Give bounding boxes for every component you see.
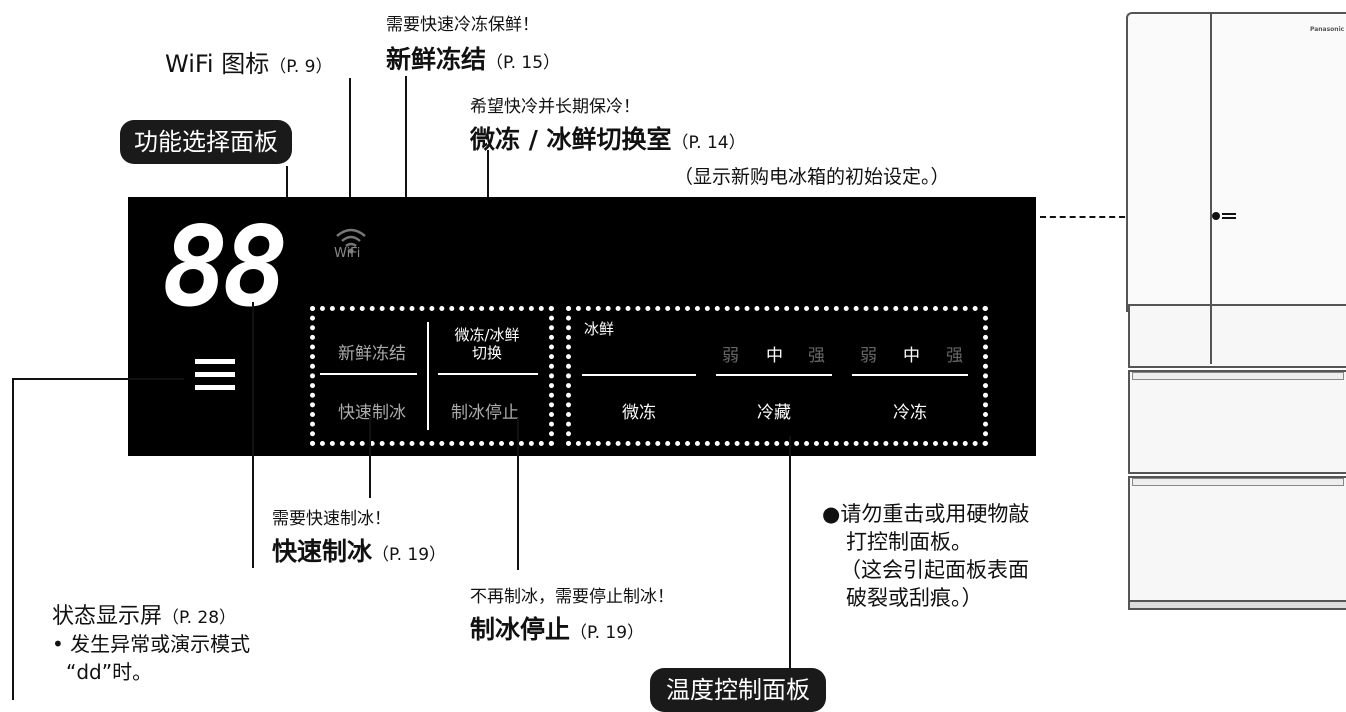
function-divider-h-right [438,373,538,375]
quick-ice-leader-line [369,418,371,498]
micro-callout: 微冻 / 冰鲜切换室（P. 14） [470,120,746,156]
wifi-callout-page: （P. 9） [269,57,333,77]
quick-ice-callout: 快速制冰（P. 19） [272,532,446,568]
fresh-freeze-callout-page: （P. 15） [486,53,561,73]
function-panel-tag: 功能选择面板 [120,120,292,164]
fresh-freeze-callout: 新鲜冻结（P. 15） [386,40,560,76]
freezer-button[interactable]: 冷冻 [893,403,927,423]
fridge-bottom-drawer [1128,476,1346,602]
freezer-divider [852,374,968,376]
quick-ice-callout-label: 快速制冰 [272,537,373,566]
status-bar-3 [195,385,235,390]
status-leader-horizontal [12,378,184,380]
status-bar-2 [195,372,235,377]
freezer-level-mid: 中 [903,346,920,366]
quick-ice-note: 需要快速制冰！ [272,509,391,529]
fridge-button[interactable]: 冷藏 [757,403,791,423]
ice-stop-note: 不再制冰，需要停止制冰！ [470,587,674,607]
fridge-small-drawer-divider [1210,304,1212,364]
temperature-control-box [566,306,988,446]
control-panel [128,197,1036,456]
fridge-upper-body [1126,12,1346,312]
fridge-level-mid: 中 [766,346,783,366]
micro-freeze-divider [582,374,696,376]
status-callout-page: （P. 28） [162,608,237,628]
digit-display: 88 [162,203,288,331]
warning-line2: 打控制面板。 [846,530,972,554]
warning-line4: 破裂或刮痕。） [846,586,983,610]
initial-setting-note: （显示新购电冰箱的初始设定。） [674,166,950,188]
wifi-icon [331,222,371,266]
fresh-freeze-callout-label: 新鲜冻结 [386,45,487,74]
micro-switch-line1: 微冻/冰鲜 [454,326,520,344]
ice-stop-leader-line [517,418,519,570]
quick-ice-button[interactable]: 快速制冰 [338,403,406,423]
status-leader-vertical [12,378,14,700]
fresh-freeze-note: 需要快速冷冻保鲜！ [386,15,539,35]
wifi-icon-callout: WiFi 图标（P. 9） [165,44,332,79]
ice-stop-callout-label: 制冰停止 [470,615,571,644]
fridge-panel-marker [1212,212,1220,220]
ice-stop-callout-page: （P. 19） [570,623,645,643]
fridge-middle-drawer [1128,370,1346,474]
digit-display-leader-line [252,302,254,568]
micro-freeze-button[interactable]: 微冻 [622,403,656,423]
ice-stop-button[interactable]: 制冰停止 [451,403,519,423]
temp-panel-tag: 温度控制面板 [650,668,826,712]
status-bullet-line2: “dd”时。 [66,660,153,684]
status-bar-1 [195,359,235,364]
temp-panel-leader-line [789,436,791,672]
warning-line1: ●请勿重击或用硬物敲 [822,502,1030,526]
micro-switch-button[interactable]: 微冻/冰鲜 切换 [432,326,542,362]
warning-note: ●请勿重击或用硬物敲 打控制面板。 （这会引起面板表面 破裂或刮痕。） [822,500,1029,612]
freezer-level-strong: 强 [946,346,963,366]
fridge-level-weak: 弱 [722,346,739,366]
function-selection-box [310,306,554,446]
wifi-leader-line [349,78,351,198]
status-callout-label: 状态显示屏 [52,604,163,629]
fridge-panel-mark-2 [1222,217,1236,219]
micro-note: 希望快冷并长期保冷！ [470,97,640,117]
function-divider-v [427,322,429,430]
warning-line3: （这会引起面板表面 [840,558,1029,582]
function-divider-h-left [320,373,417,375]
fridge-base [1128,600,1346,610]
fridge-panel-mark-1 [1222,213,1236,215]
wifi-callout-label: WiFi 图标 [165,50,270,78]
fridge-small-drawer [1128,304,1346,368]
fridge-middle-handle [1132,372,1344,380]
micro-switch-line2: 切换 [471,344,502,362]
micro-callout-label: 微冻 / 冰鲜切换室 [470,125,672,154]
fridge-level-strong: 强 [808,346,825,366]
fridge-door-seam [1210,12,1212,308]
freezer-level-weak: 弱 [860,346,877,366]
status-bullet-line1: • 发生异常或演示模式 [52,632,251,656]
fridge-brand: Panasonic [1310,26,1345,33]
fresh-freeze-button[interactable]: 新鲜冻结 [338,344,406,364]
wifi-text: WiFi [334,246,361,261]
ice-stop-callout: 制冰停止（P. 19） [470,610,644,646]
status-callout: 状态显示屏（P. 28） [52,598,236,630]
ice-fresh-indicator: 冰鲜 [584,320,615,338]
micro-callout-page: （P. 14） [671,133,746,153]
fridge-bottom-handle [1132,478,1344,486]
fridge-divider [716,374,832,376]
quick-ice-callout-page: （P. 19） [372,545,447,565]
